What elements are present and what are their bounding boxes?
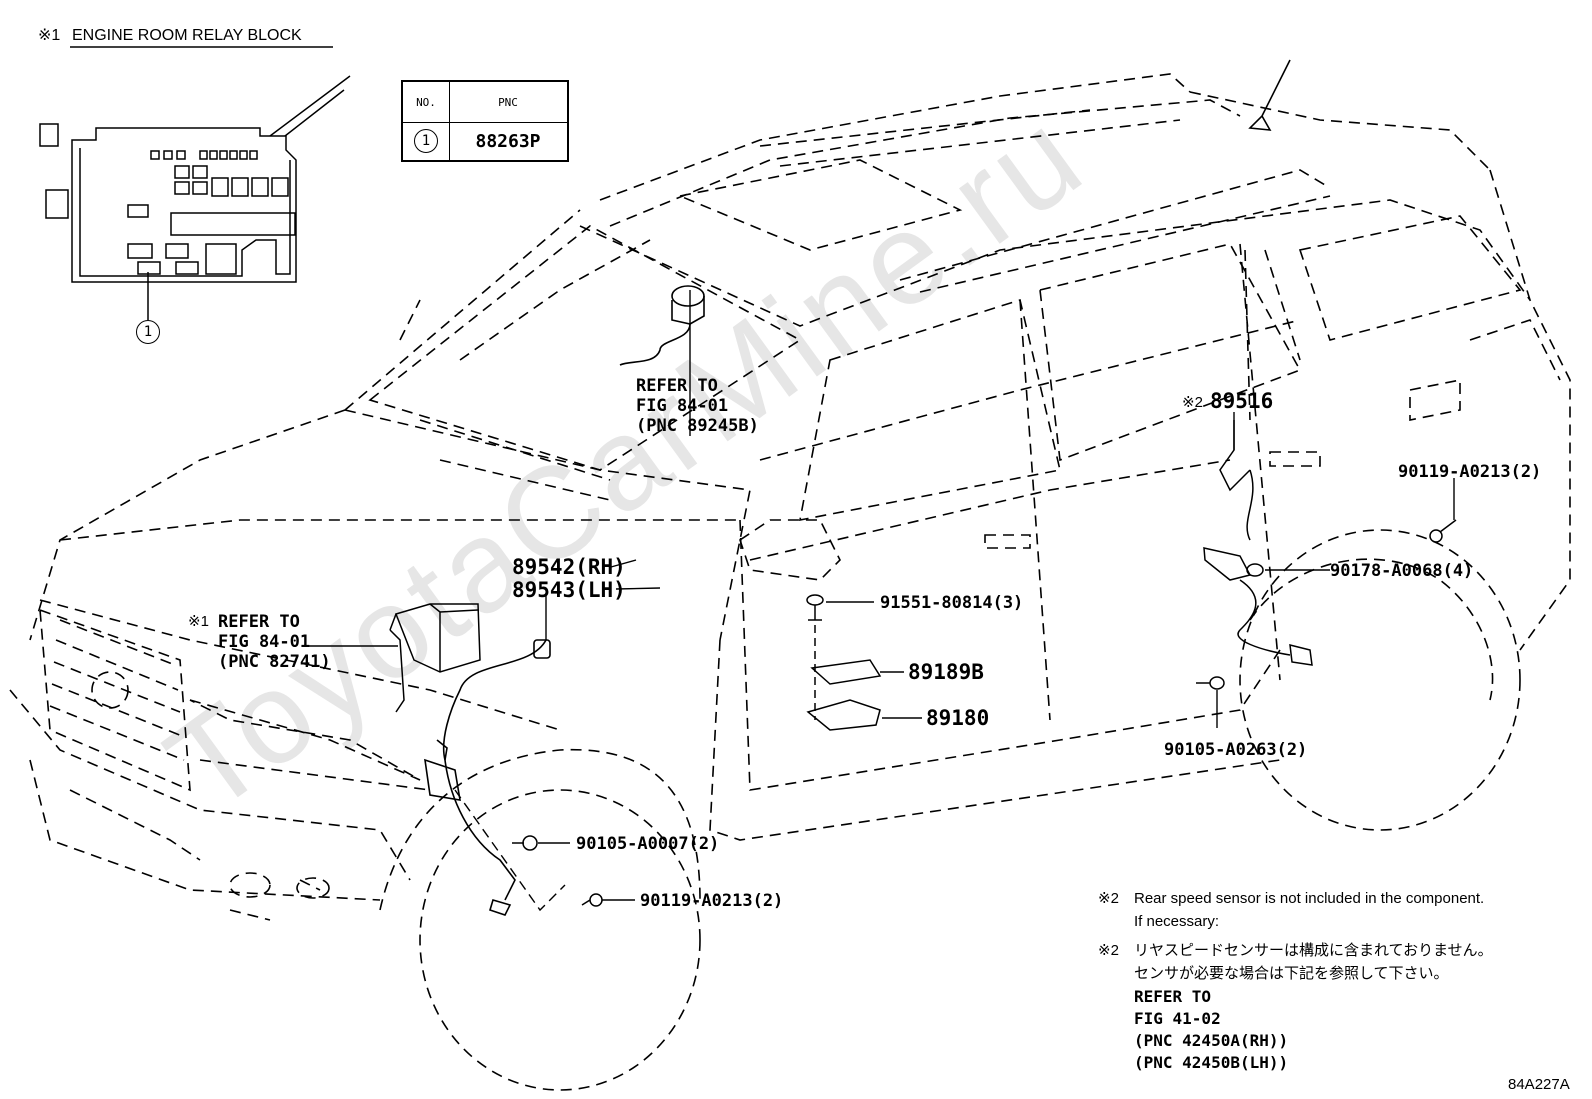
- note-en-marker: ※2: [1098, 890, 1119, 907]
- header-marker: ※1: [38, 27, 61, 44]
- note-refer-line3: (PNC 42450A(RH)): [1134, 1031, 1289, 1050]
- part-89516: 89516: [1210, 389, 1274, 413]
- part-90105-rear: 90105-A0263(2): [1164, 740, 1308, 760]
- part-89516-marker: ※2: [1182, 394, 1203, 411]
- rear-speed-sensor: [1196, 420, 1457, 690]
- table-header-pnc: PNC: [449, 82, 567, 123]
- note-jp-line2: センサが必要な場合は下記を参照して下さい。: [1134, 965, 1449, 982]
- part-91551: 91551-80814(3): [880, 593, 1024, 613]
- parts-table: NO. PNC 1 88263P: [401, 80, 569, 162]
- page-title: ENGINE ROOM RELAY BLOCK: [72, 27, 302, 44]
- note-jp-marker: ※2: [1098, 942, 1119, 959]
- refer-relay-line3: (PNC 82741): [218, 652, 331, 672]
- note-jp-line1: リヤスピードセンサーは構成に含まれておりません。: [1134, 942, 1493, 959]
- note-en-line2: If necessary:: [1134, 913, 1220, 930]
- note-refer-line2: FIG 41-02: [1134, 1009, 1221, 1028]
- airbag-sensor-module: [619, 285, 705, 366]
- leader-lines: [306, 290, 1455, 901]
- vehicle-outline: [9, 73, 1571, 1091]
- part-89189B: 89189B: [908, 660, 984, 684]
- part-90178: 90178-A0068(4): [1330, 561, 1474, 581]
- relay-block-drawing: [39, 75, 351, 320]
- part-90119-front: 90119-A0213(2): [640, 891, 784, 911]
- note-en-line1: Rear speed sensor is not included in the…: [1134, 890, 1485, 907]
- callout-circle-icon: 1: [414, 129, 438, 153]
- part-89180: 89180: [926, 706, 990, 730]
- part-89543: 89543(LH): [512, 578, 626, 602]
- figure-code: 84A227A: [1508, 1076, 1570, 1093]
- sensor-bracket-parts: [806, 594, 882, 731]
- table-cell-no: 1: [403, 122, 450, 160]
- table-cell-pnc: 88263P: [475, 130, 541, 152]
- part-90105-front: 90105-A0007(2): [576, 834, 720, 854]
- refer-relay-marker: ※1: [188, 613, 209, 630]
- part-90119-rear: 90119-A0213(2): [1398, 462, 1542, 482]
- refer-relay-line1: REFER TO: [218, 612, 300, 632]
- note-refer-line1: REFER TO: [1134, 987, 1212, 1006]
- part-89542: 89542(RH): [512, 555, 626, 579]
- relay-callout: 1: [136, 320, 160, 344]
- table-header-no: NO.: [403, 82, 450, 123]
- refer-relay-line2: FIG 84-01: [218, 632, 311, 652]
- refer-airbag-line1: REFER TO: [636, 376, 718, 396]
- note-refer-line4: (PNC 42450B(LH)): [1134, 1053, 1289, 1072]
- relay-bracket: [389, 603, 481, 713]
- front-speed-sensor: [424, 639, 551, 916]
- refer-airbag-line3: (PNC 89245B): [636, 416, 759, 436]
- refer-airbag-line2: FIG 84-01: [636, 396, 729, 416]
